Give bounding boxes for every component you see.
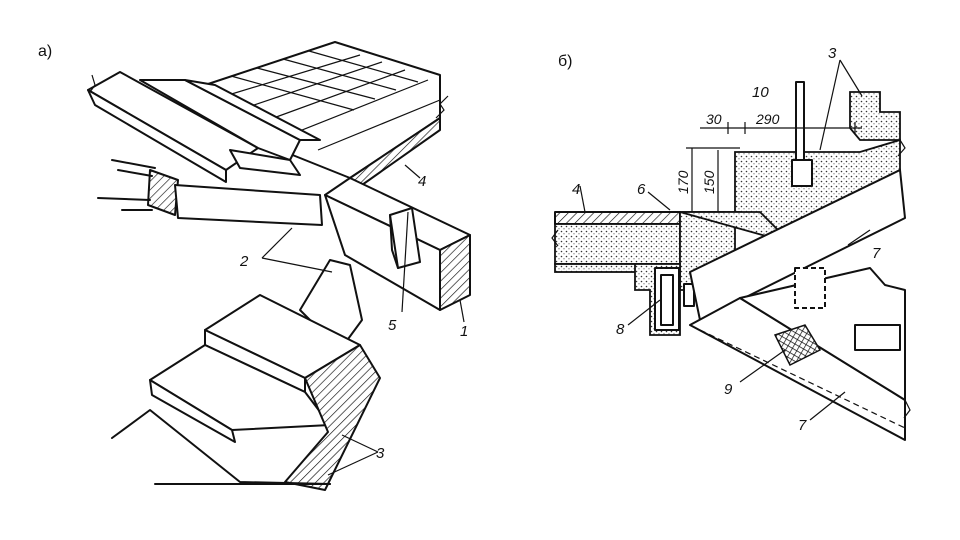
panel-b-label: б): [558, 53, 573, 70]
callout-b-9: 9: [724, 381, 733, 398]
callout-b-3: 3: [828, 45, 837, 62]
callout-b-6: 6: [637, 181, 646, 198]
embedded-plate: [791, 159, 813, 187]
leader-lines-b: [579, 59, 871, 421]
panel-b-drawing: [551, 59, 911, 441]
callout-b-8: 8: [616, 321, 625, 338]
dimension-150: 150: [701, 170, 717, 194]
side-support: [854, 324, 901, 351]
socket-depth: [389, 214, 399, 269]
embedded-rod-10: [795, 81, 805, 173]
channel-inner: [660, 274, 674, 326]
panel-a-drawing: [87, 41, 471, 491]
landing-beam-section: [439, 234, 471, 311]
upper-break-line: [89, 74, 96, 93]
dimension-290: 290: [755, 111, 780, 127]
floor-slab-concrete: [554, 223, 681, 265]
stringer-upper: [174, 184, 323, 226]
beam-socket-5: [389, 207, 421, 269]
break-line-b: [897, 139, 906, 157]
upper-step-2: [139, 79, 301, 161]
anchor-rods: [97, 159, 156, 211]
callout-b-7-lower: 7: [798, 417, 807, 434]
callout-3: 3: [376, 445, 385, 462]
lower-flight-section: [284, 344, 381, 491]
stringer-hidden-line: [699, 329, 906, 429]
dimension-30: 30: [706, 111, 722, 127]
callout-b-7-upper: 7: [872, 245, 881, 262]
dimension-lines: [686, 122, 862, 213]
mesh-patch-9: [773, 324, 822, 367]
callout-5: 5: [388, 317, 397, 334]
upper-tread-front: [87, 89, 227, 183]
slab-break-b: [551, 229, 559, 247]
dimension-170: 170: [675, 170, 691, 194]
stringer-7-upper: [689, 169, 906, 321]
callout-b-4: 4: [572, 181, 580, 198]
callout-1: 1: [460, 323, 468, 340]
callout-2: 2: [239, 253, 249, 270]
break-line-b2: [903, 399, 911, 419]
leader-lines-a: [261, 164, 465, 476]
panel-a-label: а): [38, 43, 52, 60]
floor-finish-4: [554, 211, 681, 225]
hidden-support: [794, 267, 826, 309]
step-risers: [229, 149, 301, 176]
upper-step-3: [184, 79, 321, 141]
floor-tile-grid: [224, 50, 441, 151]
upper-flight-section: [147, 169, 179, 216]
top-step-3: [849, 91, 901, 141]
slab-break-line: [435, 95, 449, 119]
callout-b-10: 10: [752, 84, 769, 101]
lower-step-2-front: [149, 379, 236, 443]
callout-4: 4: [418, 173, 426, 190]
stringer-web: [739, 267, 906, 401]
